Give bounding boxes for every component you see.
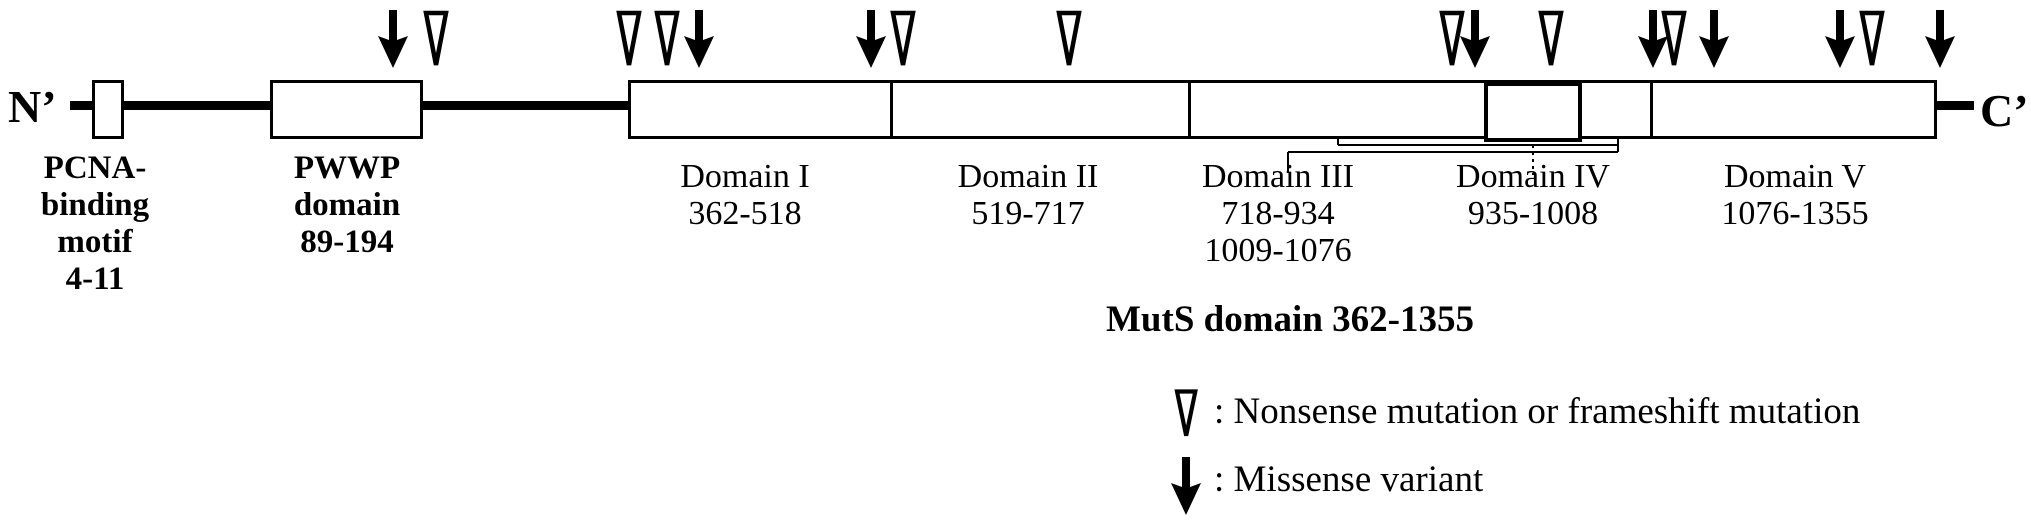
- label-line: Domain IV: [1456, 158, 1610, 195]
- missense-arrow-icon: [684, 10, 714, 68]
- nonsense-triangle-icon: [1174, 389, 1198, 437]
- domain4-box: [1484, 82, 1582, 142]
- label-line: 89-194: [300, 224, 394, 260]
- nonsense-triangle-icon: [1859, 10, 1885, 66]
- nonsense-triangle-icon: [890, 10, 916, 66]
- missense-arrow-icon: [1460, 10, 1490, 68]
- label-line: 1009-1076: [1204, 232, 1352, 269]
- missense-arrow-icon: [1638, 10, 1668, 68]
- label-line: Domain II: [957, 158, 1099, 195]
- missense-arrow-icon: [1825, 10, 1855, 68]
- missense-arrow-icon: [378, 10, 408, 68]
- label-line: PCNA-: [43, 150, 147, 186]
- nonsense-triangle-icon: [1661, 10, 1687, 66]
- backbone-line-right: [1935, 101, 1974, 110]
- legend-nonsense-label: : Nonsense mutation or frameshift mutati…: [1214, 391, 1861, 432]
- nonsense-triangle-icon: [1439, 10, 1465, 66]
- domain3-bracket: [1287, 138, 1619, 175]
- label-line: 4-11: [65, 261, 125, 297]
- label-line: 1076-1355: [1721, 195, 1869, 232]
- label-line: 519-717: [971, 195, 1085, 232]
- nonsense-triangle-icon: [1538, 10, 1564, 66]
- label-line: Domain V: [1724, 158, 1866, 195]
- label-line: 718-934: [1221, 195, 1335, 232]
- label-line: domain: [293, 187, 401, 223]
- domain3b-domain5-divider: [1650, 83, 1653, 136]
- domain1-label: Domain I 362-518: [680, 158, 809, 232]
- muts-domain-label: MutS domain 362-1355: [1106, 299, 1474, 340]
- label-line: 362-518: [688, 195, 802, 232]
- n-terminus-label: N’: [8, 81, 57, 132]
- domain5-label: Domain V 1076-1355: [1721, 158, 1868, 232]
- label-line: PWWP: [293, 150, 401, 186]
- pwwp-domain-label: PWWP domain 89-194: [294, 150, 400, 261]
- label-line: 935-1008: [1467, 195, 1599, 232]
- missense-arrow-icon: [1171, 457, 1201, 515]
- nonsense-triangle-icon: [1056, 10, 1082, 66]
- legend-missense-label: : Missense variant: [1214, 459, 1484, 500]
- label-line: Domain III: [1201, 158, 1355, 195]
- missense-arrow-icon: [1925, 10, 1955, 68]
- label-line: Domain I: [680, 158, 810, 195]
- pcna-motif-label: PCNA- binding motif 4-11: [41, 150, 149, 298]
- label-line: binding: [40, 187, 150, 223]
- label-line: motif: [57, 224, 133, 260]
- nonsense-triangle-icon: [423, 10, 449, 66]
- pcna-motif-box: [92, 80, 124, 139]
- nonsense-triangle-icon: [616, 10, 642, 66]
- muts-domain-bar: [628, 80, 1937, 139]
- domain2-label: Domain II 519-717: [958, 158, 1099, 232]
- domain2-domain3-divider: [1188, 83, 1191, 136]
- domain3-label: Domain III 718-934 1009-1076: [1202, 158, 1354, 269]
- c-terminus-label: C’: [1980, 85, 2029, 136]
- missense-arrow-icon: [856, 10, 886, 68]
- pwwp-domain-box: [270, 80, 423, 139]
- domain4-label: Domain IV 935-1008: [1456, 158, 1610, 232]
- missense-arrow-icon: [1699, 10, 1729, 68]
- nonsense-triangle-icon: [654, 10, 680, 66]
- domain1-domain2-divider: [890, 83, 893, 136]
